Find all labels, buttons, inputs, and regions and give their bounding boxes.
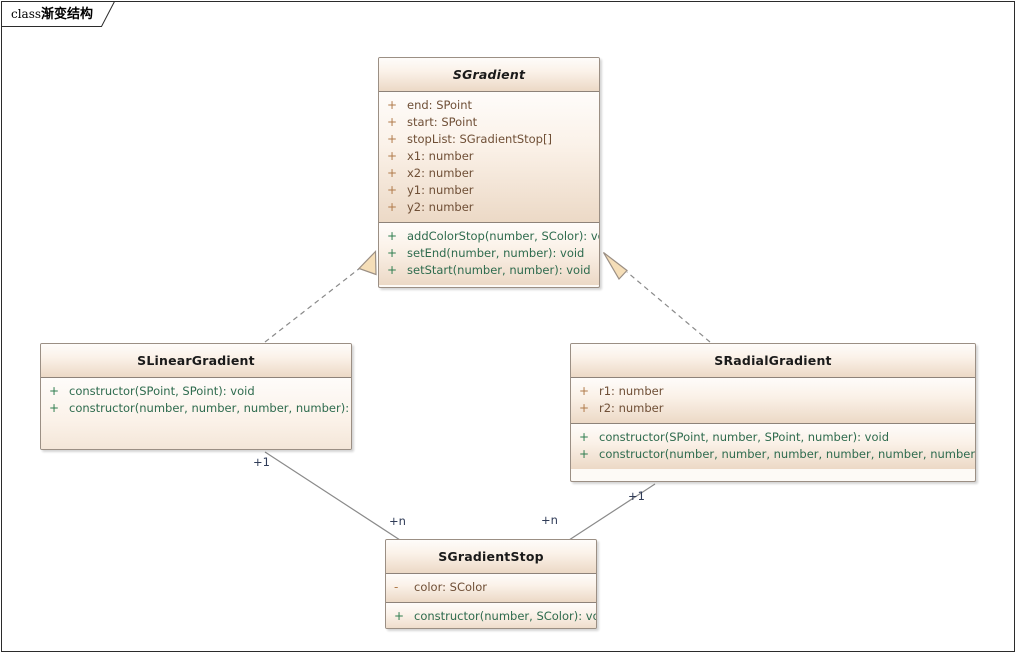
attribute-row: + x1: number [379,148,599,165]
visibility-marker: + [387,229,398,243]
attribute-text: y1: number [407,183,474,197]
attribute-row: + y2: number [379,199,599,216]
attribute-row: + r2: number [571,400,975,417]
class-name-sradialgradient: SRadialGradient [714,353,832,368]
edge-linear-realizes-gradient [264,267,361,343]
attribute-text: r2: number [599,401,664,415]
visibility-marker: + [387,246,398,260]
class-box-sgradient[interactable]: SGradient + end: SPoint + start: SPoint … [378,57,600,288]
edge-radial-realizes-gradient [626,271,711,343]
edge-label-linear-many: +n [389,514,406,528]
class-name-sgradientstop: SGradientStop [438,549,544,564]
class-name-sgradient: SGradient [452,67,526,82]
attribute-text: x2: number [407,166,474,180]
attribute-text: y2: number [407,200,474,214]
method-text: constructor(number, number, number, numb… [599,447,976,461]
class-box-sgradientstop[interactable]: SGradientStop - color: SColor + construc… [385,539,597,629]
visibility-marker: + [394,609,405,623]
method-row: + constructor(number, number, number, nu… [41,400,351,417]
class-header-sgradient: SGradient [379,58,599,91]
visibility-marker: + [387,166,398,180]
class-box-slineargradient[interactable]: SLinearGradient + constructor(SPoint, SP… [40,343,352,450]
visibility-marker: + [387,183,398,197]
class-header-slineargradient: SLinearGradient [41,344,351,377]
attribute-text: end: SPoint [407,98,473,112]
visibility-marker: + [49,384,60,398]
class-header-sgradientstop: SGradientStop [386,540,596,573]
method-text: constructor(SPoint, SPoint): void [69,384,255,398]
diagram-title-keyword: class [11,7,42,21]
class-attributes-sgradient: + end: SPoint + start: SPoint + stopList… [379,91,599,222]
method-row: + setEnd(number, number): void [379,245,599,262]
class-header-sradialgradient: SRadialGradient [571,344,975,377]
method-text: constructor(number, number, number, numb… [69,401,352,415]
class-name-slineargradient: SLinearGradient [137,353,255,368]
attribute-text: start: SPoint [407,115,478,129]
visibility-marker: + [387,132,398,146]
attribute-row: + stopList: SGradientStop[] [379,131,599,148]
visibility-marker: + [579,401,590,415]
edge-linear-uses-stop [264,451,401,541]
visibility-marker: + [387,115,398,129]
diagram-title-text: class渐变结构 [11,6,93,23]
diagram-title-name: 渐变结构 [41,7,94,22]
visibility-marker: - [394,580,399,594]
visibility-marker: + [387,200,398,214]
arrowhead-linear-realizes [357,250,377,276]
visibility-marker: + [579,384,590,398]
method-text: setStart(number, number): void [407,263,591,277]
class-box-sradialgradient[interactable]: SRadialGradient + r1: number + r2: numbe… [570,343,976,482]
visibility-marker: + [387,263,398,277]
class-attributes-sgradientstop: - color: SColor [386,573,596,602]
method-row: + constructor(number, number, number, nu… [571,446,975,463]
arrowhead-radial-realizes [602,252,628,280]
edge-label-linear-one: +1 [253,455,270,469]
visibility-marker: + [579,430,590,444]
visibility-marker: + [387,98,398,112]
method-row: + constructor(SPoint, number, SPoint, nu… [571,429,975,446]
class-methods-slineargradient: + constructor(SPoint, SPoint): void + co… [41,377,351,449]
attribute-text: x1: number [407,149,474,163]
method-text: constructor(SPoint, number, SPoint, numb… [599,430,890,444]
attribute-row: + r1: number [571,383,975,400]
attribute-row: + end: SPoint [379,97,599,114]
class-methods-sradialgradient: + constructor(SPoint, number, SPoint, nu… [571,423,975,469]
attribute-row: + start: SPoint [379,114,599,131]
method-row: + setStart(number, number): void [379,262,599,279]
diagram-title-tab: class渐变结构 [1,1,117,27]
attribute-text: stopList: SGradientStop[] [407,132,552,146]
method-text: addColorStop(number, SColor): void [407,229,600,243]
method-row: + constructor(SPoint, SPoint): void [41,383,351,400]
attribute-row: + x2: number [379,165,599,182]
attribute-row: - color: SColor [386,579,596,596]
edge-radial-uses-stop [565,483,656,543]
attribute-text: color: SColor [414,580,487,594]
class-attributes-sradialgradient: + r1: number + r2: number [571,377,975,423]
class-methods-sgradient: + addColorStop(number, SColor): void + s… [379,222,599,285]
method-row: + constructor(number, SColor): void [386,608,596,625]
visibility-marker: + [579,447,590,461]
edge-label-radial-many: +n [541,513,558,527]
attribute-row: + y1: number [379,182,599,199]
edge-label-radial-one: +1 [628,489,645,503]
method-row: + addColorStop(number, SColor): void [379,228,599,245]
attribute-text: r1: number [599,384,664,398]
method-text: setEnd(number, number): void [407,246,585,260]
visibility-marker: + [49,401,60,415]
method-text: constructor(number, SColor): void [414,609,597,623]
class-methods-sgradientstop: + constructor(number, SColor): void [386,602,596,628]
visibility-marker: + [387,149,398,163]
